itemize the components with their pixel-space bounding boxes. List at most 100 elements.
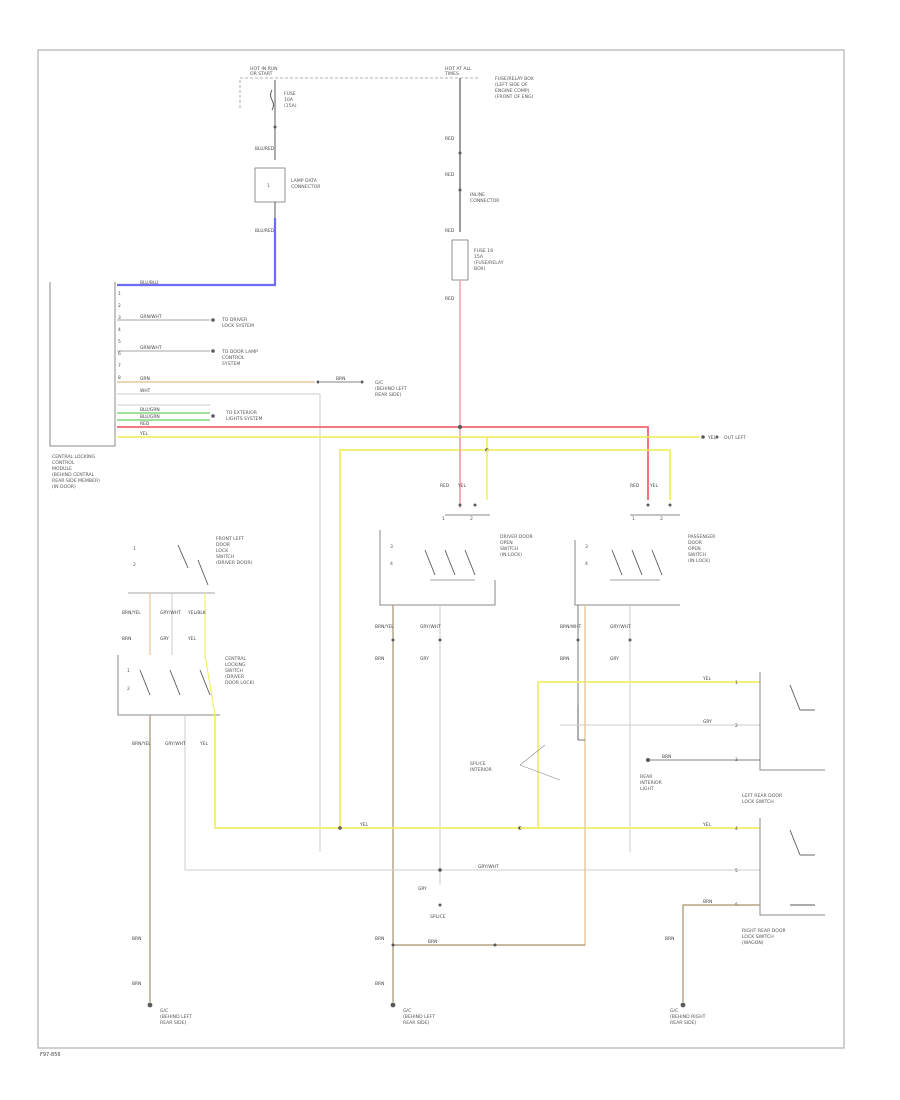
- fuse-16-label-3: (FUSE/RELAY: [474, 260, 504, 266]
- driver-sw-label-brn-2: BRN: [375, 656, 384, 662]
- module-pin-5: 5: [118, 339, 121, 345]
- rr-contact-1: [789, 829, 801, 856]
- cl-switch-pin-b: 2: [127, 686, 130, 692]
- to-door-lamp-arrow: [211, 349, 215, 353]
- fl-wire-label-6: YEL: [187, 636, 196, 642]
- inline-connector-label: INLINE: [470, 192, 485, 198]
- center-lock-label: CENTRAL: [225, 656, 247, 662]
- ground-1-label: G/C: [160, 1008, 168, 1014]
- lr-pin-2: 2: [735, 723, 738, 729]
- right-rear-door-label-2: LOCK SWITCH: [742, 934, 774, 940]
- driver-open-switch-label: DRIVER DOOR: [500, 534, 534, 540]
- fuse-box-right-label-4: (FRONT OF ENG): [495, 94, 534, 100]
- module-pin-6: 6: [118, 351, 121, 357]
- cl-label-yel: YEL: [199, 741, 208, 747]
- to-driver-lock-arrow: [211, 318, 215, 322]
- diagram-border: [37, 49, 845, 1049]
- driver-switch-contact-3: [464, 549, 476, 576]
- fl-switch-label-4: SWITCH: [216, 554, 234, 560]
- module-ground-label-2: (BEHIND LEFT: [375, 386, 407, 392]
- ground-1-label-3: REAR SIDE): [160, 1020, 187, 1026]
- lr-pin-1: 1: [735, 680, 738, 686]
- fl-switch-pin-b: 2: [133, 562, 136, 568]
- gray-splice-dot: [438, 868, 442, 872]
- passenger-switch-label-yel: YEL: [649, 483, 658, 489]
- lamp-connector-label: LAMP DATA: [291, 178, 318, 184]
- passenger-open-switch-label-4: SWITCH: [688, 552, 706, 558]
- module-wire-label-1: BLU/BLU: [140, 280, 158, 286]
- blue-wire: [117, 218, 277, 287]
- lr-bottom-dot: [646, 758, 650, 762]
- driver-switch-connector-1: [458, 503, 462, 507]
- module-wire-label-3: GRN/WHT: [140, 345, 162, 351]
- passenger-sw-label-3: GRY/WHT: [610, 624, 631, 630]
- center-lock-label-3: SWITCH: [225, 668, 243, 674]
- passenger-switch-pin-a: 3: [585, 544, 588, 550]
- center-lock-label-4: (DRIVER: [225, 674, 245, 680]
- driver-sw-dot-1: [391, 638, 395, 642]
- fl-wire-label-2: GRY/WHT: [160, 610, 181, 616]
- to-exterior-label-2: LIGHTS SYSTEM: [226, 416, 262, 422]
- fuse-16-label-4: BOX): [474, 266, 486, 272]
- out-left-dot: [701, 435, 705, 439]
- fl-switch-label-2: DOOR: [216, 542, 231, 548]
- module-pin-8: 8: [118, 375, 121, 381]
- gray-return-label: GRY/WHT: [478, 864, 499, 870]
- cl-label-brn: BRN/YEL: [132, 741, 151, 747]
- passenger-switch-label-red: RED: [630, 483, 640, 489]
- yellow-bottom-label: YEL: [359, 822, 368, 828]
- fl-switch-contact-2: [197, 559, 209, 586]
- fl-yellow-join: [204, 654, 216, 716]
- module-pin-4: 4: [118, 327, 121, 333]
- module-ground-label: G/C: [375, 380, 383, 386]
- center-wire-label-4: RED: [445, 296, 455, 302]
- module-pin-3: 3: [118, 315, 121, 321]
- bottom-brown-label: BRN: [428, 939, 437, 945]
- cl-label-gry: GRY/WHT: [165, 741, 186, 747]
- left-rear-door-label: LEFT REAR DOOR: [742, 793, 783, 799]
- driver-switch-pin-a: 3: [390, 544, 393, 550]
- center-wire-label-2: RED: [445, 172, 455, 178]
- rear-interior-note-2: INTERIOR: [640, 780, 663, 786]
- gray-splice-label: SPLICE: [430, 914, 446, 920]
- passenger-open-switch-label-3: OPEN: [688, 546, 701, 552]
- left-rear-switch-body: [759, 672, 825, 771]
- passenger-open-switch-body: [574, 540, 680, 606]
- center-lock-switch-body: [117, 655, 220, 716]
- rr-pin-1: 4: [735, 826, 738, 832]
- out-left-label: OUT LEFT: [724, 435, 746, 441]
- ground-3-label-2: (BEHIND RIGHT: [670, 1014, 706, 1020]
- fuse-16-label-2: 15A: [474, 254, 484, 260]
- lamp-connector-label-2: CONNECTOR: [291, 184, 321, 190]
- right-rear-switch-body: [759, 818, 825, 916]
- passenger-switch-pin-1: 1: [632, 516, 635, 522]
- center-wire-label-3: RED: [445, 228, 455, 234]
- driver-switch-contact-2: [444, 549, 456, 576]
- module-wire-label-2: GRN/WHT: [140, 314, 162, 320]
- splice-note-pointer: [519, 744, 546, 766]
- module-wire-label-4: GRN: [140, 376, 150, 382]
- passenger-switch-pin-b: 4: [585, 561, 588, 567]
- driver-sw-label-gry-2: GRY: [420, 656, 429, 662]
- module-wire-label-7: BLU/GRN: [140, 414, 160, 420]
- module-title-6: (IN DOOR): [52, 484, 76, 490]
- passenger-sw-label-4: GRY: [610, 656, 619, 662]
- to-exterior-label: TO EXTERIOR: [225, 410, 258, 416]
- rr-pin-2: 5: [735, 868, 738, 874]
- module-wire-label-6: BLU/GRN: [140, 407, 160, 413]
- rear-interior-note-3: LIGHT: [640, 786, 654, 792]
- passenger-switch-connector-2: [668, 503, 672, 507]
- fuse-box-boundary: [239, 77, 480, 108]
- bottom-brown-line: [393, 605, 586, 946]
- driver-open-switch-label-4: (IN LOCK): [500, 552, 522, 558]
- ground-2-label: G/C: [403, 1008, 411, 1014]
- fl-switch-contact-1: [177, 544, 189, 569]
- passenger-switch-contact-2: [631, 549, 643, 576]
- g2-dot: [390, 1002, 396, 1008]
- rear-door-yel-label: YEL: [702, 676, 711, 682]
- bottom-brown-dot-2: [493, 943, 497, 947]
- inline-connector-label-2: CONNECTOR: [470, 198, 500, 204]
- splice-note-2: INTERIOR: [470, 767, 493, 773]
- module-pin-1: 1: [118, 291, 121, 297]
- to-driver-lock-label-2: LOCK SYSTEM: [222, 323, 254, 329]
